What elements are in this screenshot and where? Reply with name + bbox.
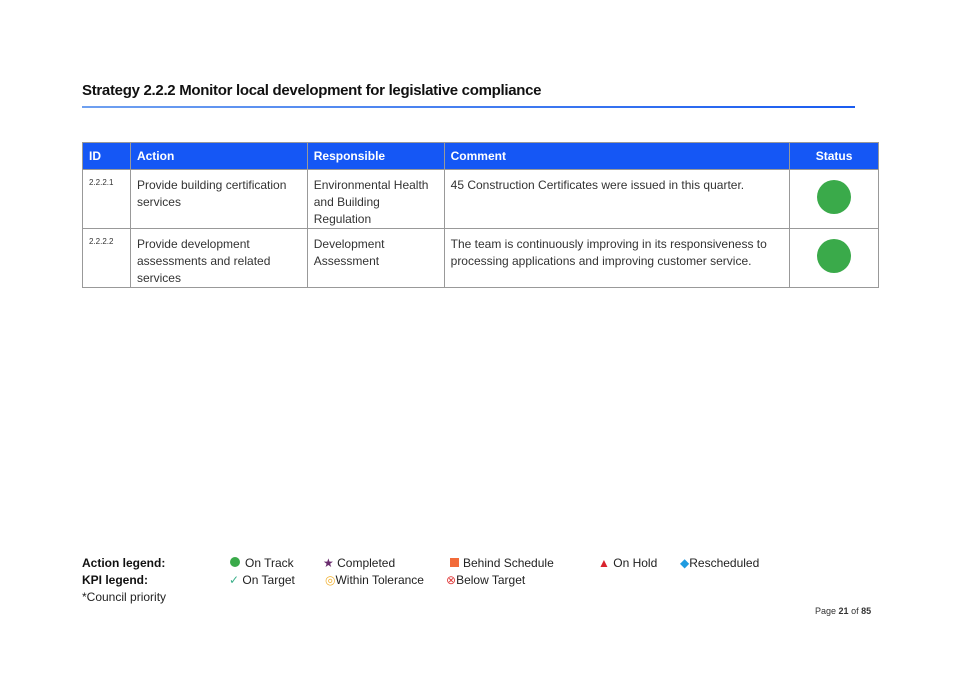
on-track-status-icon <box>817 179 852 214</box>
cell-comment: 45 Construction Certificates were issued… <box>443 169 791 229</box>
page-of: of <box>851 606 859 616</box>
cell-comment: The team is continuously improving in it… <box>443 228 791 288</box>
cell-action: Provide building certification services <box>129 169 308 229</box>
strategy-title: Strategy 2.2.2 Monitor local development… <box>82 82 542 99</box>
on-target-label: On Target <box>242 573 295 587</box>
header-responsible: Responsible <box>306 142 445 170</box>
page-total: 85 <box>861 606 872 616</box>
completed-label: Completed <box>337 556 396 570</box>
cell-responsible: Development Assessment <box>306 228 445 288</box>
cell-id: 2.2.2.2 <box>82 228 131 288</box>
header-id: ID <box>82 142 131 170</box>
header-action: Action <box>129 142 308 170</box>
below-target-label: Below Target <box>456 573 526 587</box>
cell-responsible: Environmental Health and Building Regula… <box>306 169 445 229</box>
on-hold-triangle-icon: ▲ <box>598 556 610 570</box>
rescheduled-label: Rescheduled <box>689 556 760 570</box>
header-status: Status <box>789 142 879 170</box>
within-tolerance-label: Within Tolerance <box>335 573 424 587</box>
completed-star-icon: ★ <box>323 556 334 570</box>
behind-schedule-square-icon <box>450 558 459 567</box>
on-hold-label: On Hold <box>613 556 658 570</box>
on-target-check-icon: ✓ <box>229 573 240 587</box>
rescheduled-diamond-icon: ◆ <box>680 556 690 570</box>
table-row: 2.2.2.1 Provide building certification s… <box>82 169 879 229</box>
within-tolerance-icon: ◎ <box>325 573 336 587</box>
page-current: 21 <box>838 606 849 616</box>
table-header-row: ID Action Responsible Comment Status <box>82 142 879 170</box>
on-track-icon <box>230 557 240 567</box>
page-prefix: Page <box>815 606 837 616</box>
behind-schedule-label: Behind Schedule <box>463 556 554 570</box>
table-row: 2.2.2.2 Provide development assessments … <box>82 228 879 288</box>
cell-status <box>789 228 879 288</box>
cell-id: 2.2.2.1 <box>82 169 131 229</box>
on-track-label: On Track <box>245 556 294 570</box>
below-target-icon: ⊗ <box>446 573 457 587</box>
header-comment: Comment <box>443 142 791 170</box>
page-number: Page 21 of 85 <box>815 606 871 616</box>
kpi-legend-label: KPI legend: <box>82 573 149 587</box>
on-track-status-icon <box>817 238 852 273</box>
council-priority-note: *Council priority <box>82 590 167 604</box>
cell-status <box>789 169 879 229</box>
actions-table: ID Action Responsible Comment Status 2.2… <box>82 142 879 288</box>
action-legend-label: Action legend: <box>82 556 166 570</box>
cell-action: Provide development assessments and rela… <box>129 228 308 288</box>
title-divider <box>82 106 855 108</box>
